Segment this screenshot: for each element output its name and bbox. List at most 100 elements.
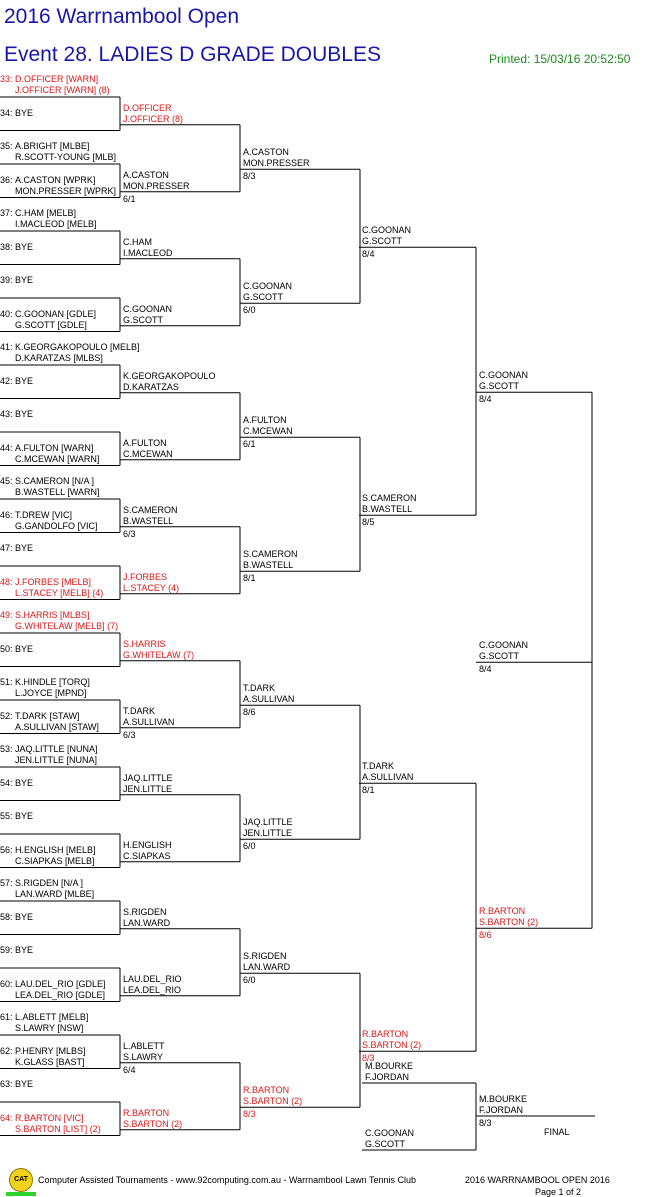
round2-team-name-2: S.BARTON (2): [123, 1118, 183, 1129]
draw-player-2: I.MACLEOD [MELB]: [15, 219, 97, 229]
draw-position: 40:: [0, 308, 13, 319]
round2-team-name-1: A.FULTON: [123, 437, 167, 448]
draw-position: 48:: [0, 576, 13, 587]
round2-score: 6/3: [123, 729, 136, 740]
draw-player-1: D.OFFICER [WARN]: [15, 74, 99, 84]
round2-team-name-1: LAU.DEL_RIO: [123, 973, 182, 984]
draw-position: 51:: [0, 677, 13, 687]
draw-player-1: BYE: [15, 945, 34, 955]
draw-position: 37:: [0, 208, 13, 218]
draw-player-2: LAN.WARD [MLBE]: [15, 889, 95, 899]
draw-position: 63:: [0, 1079, 13, 1089]
draw-entry: 45:S.CAMERON [N/A ]: [0, 476, 94, 487]
logo-underline: [6, 1192, 36, 1196]
round2-team-name-1: A.CASTON: [123, 169, 169, 180]
draw-position: 50:: [0, 643, 13, 654]
round3-score: 6/0: [243, 305, 256, 316]
round4-team-name-1: T.DARK: [362, 761, 395, 772]
draw-player-1: BYE: [15, 811, 34, 821]
round3-team-name-2: G.SCOTT: [243, 292, 283, 303]
round2-team-name-2: JEN.LITTLE: [123, 783, 173, 794]
round2-team-name-1: S.HARRIS: [123, 638, 166, 649]
draw-entry: 60:LAU.DEL_RIO [GDLE]: [0, 979, 106, 990]
draw-player-2: K.GLASS [BAST]: [15, 1056, 85, 1067]
draw-entry: 41:K.GEORGAKOPOULO [MELB]: [0, 342, 140, 353]
draw-player-1: BYE: [15, 543, 34, 553]
round6-score: 8/4: [479, 664, 492, 675]
draw-player-2: S.LAWRY [NSW]: [15, 1023, 84, 1033]
round2-team-name-2: L.STACEY (4): [123, 582, 180, 593]
draw-entry: 53:JAQ.LITTLE [NUNA]: [0, 744, 98, 755]
round2-score: 6/3: [123, 528, 136, 539]
final-winner-team-1: M.BOURKE: [479, 1094, 528, 1104]
round2-team-name-2: G.WHITELAW (7): [123, 649, 195, 660]
footer-credit: Computer Assisted Tournaments - www.92co…: [38, 1175, 417, 1185]
cat-logo-icon: CAT: [9, 1168, 33, 1192]
round3-score: 8/1: [243, 573, 256, 584]
round2-team-name-2: G.SCOTT: [123, 314, 163, 325]
draw-player-1: A.CASTON [WPRK]: [15, 174, 96, 185]
draw-position: 44:: [0, 442, 13, 453]
round2-team-name-2: LAN.WARD: [123, 917, 171, 928]
final-top-team-2: F.JORDAN: [365, 1072, 410, 1082]
draw-player-1: K.HINDLE [TORQ]: [15, 677, 90, 687]
round4-team-name-2: G.SCOTT: [362, 236, 402, 247]
round5-team-name-2: S.BARTON (2): [479, 917, 539, 928]
draw-player-1: S.RIGDEN [N/A ]: [15, 878, 84, 888]
round4-team-name-2: S.BARTON (2): [362, 1040, 422, 1051]
draw-entry: 56:H.ENGLISH [MELB]: [0, 845, 96, 856]
draw-position: 41:: [0, 342, 13, 352]
draw-entry: 47:BYE: [0, 543, 33, 554]
draw-player-1: BYE: [15, 777, 34, 788]
draw-entry: 36:A.CASTON [WPRK]: [0, 175, 95, 186]
draw-entry: 54:BYE: [0, 778, 33, 789]
round4-score: 8/4: [362, 249, 375, 260]
draw-position: 34:: [0, 107, 13, 118]
round3-team-name-2: S.BARTON (2): [243, 1096, 303, 1107]
draw-player-2: G.SCOTT [GDLE]: [15, 319, 87, 330]
round3-team-name-1: JAQ.LITTLE: [243, 817, 293, 828]
event-title: Event 28. LADIES D GRADE DOUBLES: [4, 43, 381, 66]
round2-team-name-2: C.SIAPKAS: [123, 850, 171, 861]
round3-score: 6/0: [243, 841, 256, 852]
draw-position: 58:: [0, 911, 13, 922]
final-winner-team-2: F.JORDAN: [479, 1105, 524, 1115]
round3-team-name-1: T.DARK: [243, 683, 276, 694]
round2-team-name-2: S.LAWRY: [123, 1051, 164, 1062]
draw-entry: 46:T.DREW [VIC]: [0, 510, 72, 521]
draw-entry: 57:S.RIGDEN [N/A ]: [0, 878, 83, 889]
round2-team-name-1: K.GEORGAKOPOULO: [123, 370, 216, 381]
draw-player-1: BYE: [15, 275, 34, 285]
draw-entry: 48:J.FORBES [MELB]: [0, 577, 91, 588]
round3-team-name-1: R.BARTON: [243, 1085, 290, 1096]
draw-entry: 42:BYE: [0, 376, 33, 387]
round4-team-name-2: B.WASTELL: [362, 504, 413, 515]
draw-entry: 61:L.ABLETT [MELB]: [0, 1012, 88, 1023]
draw-entry: 35:A.BRIGHT [MLBE]: [0, 141, 89, 152]
draw-player-1: S.CAMERON [N/A ]: [15, 476, 95, 486]
draw-position: 60:: [0, 978, 13, 989]
round6-team-name-2: G.SCOTT: [479, 651, 519, 662]
round2-team-name-1: D.OFFICER: [123, 102, 172, 113]
draw-position: 55:: [0, 811, 13, 821]
draw-player-1: L.ABLETT [MELB]: [15, 1012, 89, 1022]
draw-entry: 52:T.DARK [STAW]: [0, 711, 80, 722]
draw-player-1: C.HAM [MELB]: [15, 208, 77, 218]
draw-player-2: J.OFFICER [WARN] (8): [15, 85, 110, 95]
draw-player-1: BYE: [15, 409, 34, 419]
draw-player-1: T.DREW [VIC]: [15, 509, 73, 520]
draw-entry: 51:K.HINDLE [TORQ]: [0, 677, 90, 688]
round6-team-name-1: C.GOONAN: [479, 640, 529, 651]
round2-team-name-1: J.FORBES: [123, 571, 168, 582]
draw-position: 43:: [0, 409, 13, 419]
round4-score: 8/1: [362, 785, 375, 796]
draw-player-2: C.MCEWAN [WARN]: [15, 453, 100, 464]
tournament-title: 2016 Warrnambool Open: [4, 5, 240, 28]
round3-team-name-1: C.GOONAN: [243, 281, 293, 292]
draw-position: 52:: [0, 710, 13, 721]
round2-team-name-1: C.GOONAN: [123, 303, 173, 314]
round5-team-name-1: R.BARTON: [479, 906, 526, 917]
draw-player-1: J.FORBES [MELB]: [15, 576, 92, 587]
draw-position: 45:: [0, 476, 13, 486]
draw-player-2: JEN.LITTLE [NUNA]: [15, 755, 98, 765]
